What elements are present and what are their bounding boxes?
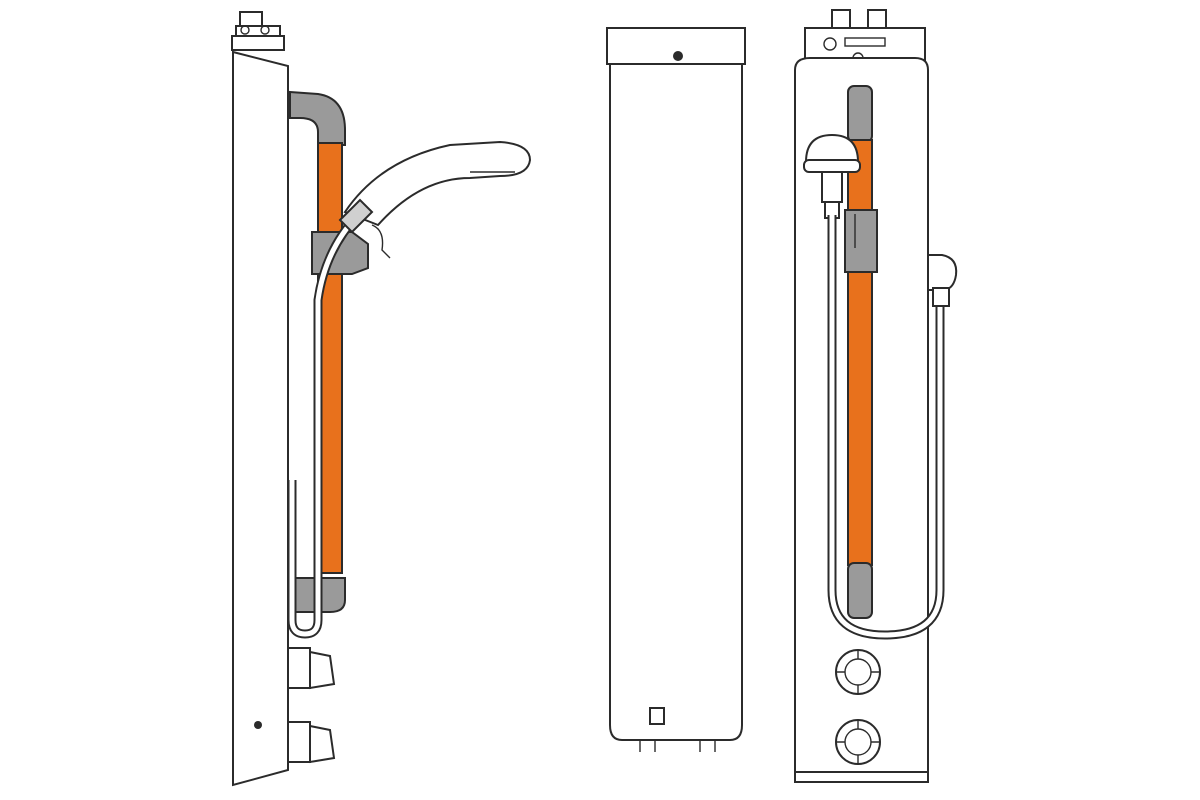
control-knob-icon bbox=[287, 647, 336, 764]
valve-connector-icon bbox=[804, 9, 926, 64]
shower-head-icon bbox=[803, 133, 861, 248]
front-view bbox=[794, 9, 958, 783]
back-view bbox=[606, 27, 746, 752]
grab-bar-cap-bottom bbox=[847, 562, 873, 619]
shower-head-icon bbox=[338, 140, 532, 259]
grab-bar-cap-top bbox=[847, 85, 873, 143]
side-view bbox=[231, 11, 532, 787]
back-hole-top bbox=[673, 51, 683, 61]
control-knob-icon bbox=[835, 649, 881, 765]
back-panel bbox=[609, 63, 743, 741]
back-feet bbox=[639, 740, 716, 752]
grab-bar-bracket-top bbox=[289, 90, 346, 146]
front-base bbox=[794, 771, 929, 783]
back-bottom-connector bbox=[649, 707, 665, 725]
valve-connector-icon bbox=[231, 11, 285, 51]
slider-bracket bbox=[844, 209, 878, 273]
grab-bar bbox=[847, 139, 873, 566]
panel-side bbox=[232, 50, 289, 787]
mounting-hole bbox=[254, 721, 262, 729]
elbow-connector-icon bbox=[927, 254, 958, 307]
